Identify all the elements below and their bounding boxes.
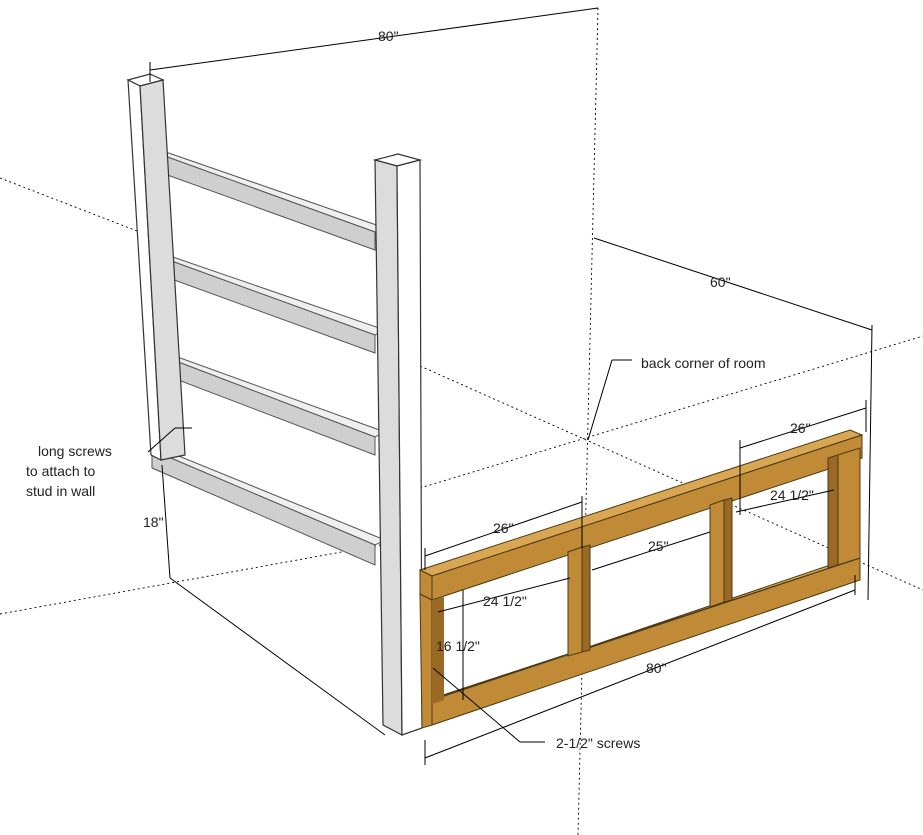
dim-25-line xyxy=(591,531,711,571)
front-post-front xyxy=(396,159,423,736)
dim-depth-60-line xyxy=(593,237,873,331)
wood-right-stile-side xyxy=(827,454,839,569)
dim-24-half-right-line xyxy=(735,489,835,513)
left-wall-rails xyxy=(147,149,387,566)
rail-2-top xyxy=(154,254,387,336)
left-post-side xyxy=(139,79,186,461)
label-back-corner: back corner of room xyxy=(641,355,766,371)
rail-2-front xyxy=(154,254,376,354)
label-long-screws-3: stud in wall xyxy=(26,483,95,499)
label-screws: 2-1/2" screws xyxy=(556,735,640,751)
label-left-24-half: 24 1/2" xyxy=(483,593,527,609)
rail-3-front xyxy=(159,354,376,456)
label-middle-25: 25" xyxy=(648,538,669,554)
label-upper-right-26: 26" xyxy=(790,420,811,436)
guide-diagonal-back xyxy=(419,365,923,591)
dimension-lines xyxy=(147,7,873,765)
back-corner-leader xyxy=(587,359,613,441)
wood-inner-left-shade xyxy=(432,597,444,704)
dim-18-base-line xyxy=(169,577,386,736)
dim-26-left-line xyxy=(424,501,583,557)
dim-depth-60-extension xyxy=(867,324,873,601)
wood-left-stile xyxy=(419,593,433,729)
label-height-18: 18" xyxy=(143,514,164,530)
wood-middle-stile-2-side xyxy=(723,497,733,603)
left-wall-post xyxy=(126,73,186,461)
dim-top-80-line xyxy=(149,7,599,71)
label-bottom-80: 80" xyxy=(646,660,667,676)
wood-right-stile xyxy=(837,447,861,566)
construction-lines xyxy=(0,7,923,835)
wood-top-rail-front xyxy=(431,434,863,601)
dim-bottom-80-line xyxy=(424,589,856,759)
label-right-24-half: 24 1/2" xyxy=(770,487,814,503)
rail-1-top xyxy=(147,149,387,233)
wood-bottom-rail-front xyxy=(431,557,861,726)
rail-4-front xyxy=(151,449,376,566)
wood-middle-stile-1 xyxy=(567,546,583,657)
label-left-26: 26" xyxy=(493,520,514,536)
dimension-labels: 80" 60" back corner of room long screws … xyxy=(26,28,814,751)
label-top-80: 80" xyxy=(378,28,399,44)
rail-4-top xyxy=(151,449,387,546)
label-depth-60: 60" xyxy=(710,274,731,290)
screws-leader xyxy=(432,667,521,743)
dim-18-line xyxy=(161,464,171,579)
guide-vertical-corner xyxy=(577,7,599,835)
wood-frame xyxy=(418,429,864,729)
wood-middle-stile-2 xyxy=(709,499,725,608)
rail-1-front xyxy=(147,149,376,251)
dim-26-upper-line xyxy=(739,407,867,449)
guide-left-lower xyxy=(0,544,381,615)
long-screws-leader xyxy=(147,427,176,453)
front-post xyxy=(372,153,423,736)
rail-3-top xyxy=(159,354,387,438)
dim-24-half-left-line xyxy=(437,577,571,613)
wood-middle-stile-1-side xyxy=(581,544,591,653)
label-inner-16-half: 16 1/2" xyxy=(436,638,480,654)
label-long-screws-2: to attach to xyxy=(26,463,95,479)
guide-left-upper xyxy=(0,177,151,237)
label-long-screws-1: long screws xyxy=(38,443,112,459)
